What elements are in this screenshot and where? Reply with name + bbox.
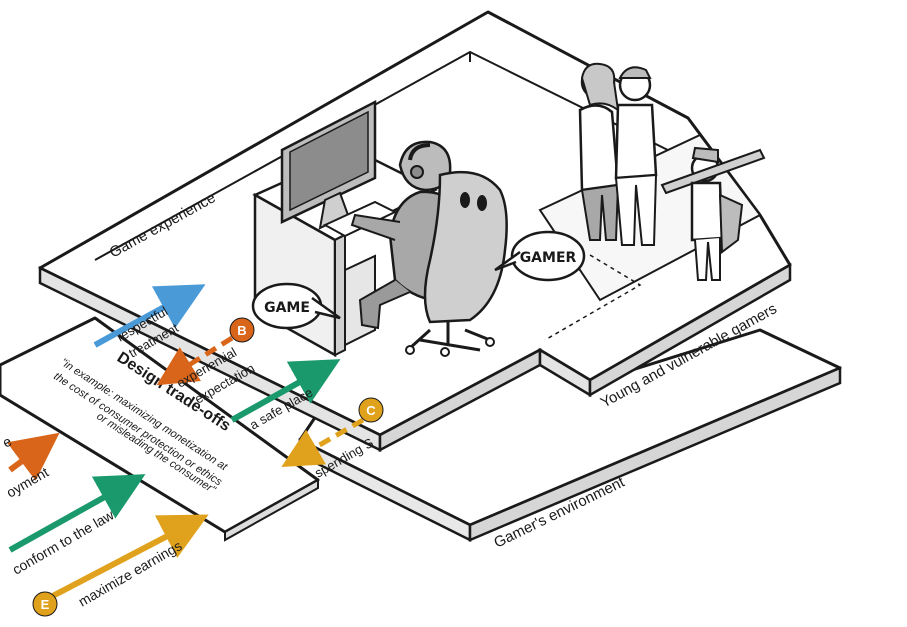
gaming-chair xyxy=(405,170,508,357)
svg-text:C: C xyxy=(366,403,376,418)
parent-woman-figure xyxy=(578,62,620,241)
parent-man-figure xyxy=(614,66,658,246)
badge-c: C xyxy=(358,397,384,423)
svg-text:B: B xyxy=(237,323,246,338)
game-bubble-label: GAME xyxy=(264,300,310,316)
gamer-bubble-label: GAMER xyxy=(520,250,577,266)
child-knight-figure xyxy=(660,146,766,281)
badge-e: E xyxy=(32,591,58,617)
tradeoff-label-e: e xyxy=(0,433,14,451)
tradeoff-arrows xyxy=(6,432,209,603)
badge-b: B xyxy=(229,317,255,343)
gamer-speech-bubble: GAMER xyxy=(494,230,586,282)
expectation-arrows xyxy=(93,284,365,467)
design-tradeoffs-panel xyxy=(0,316,320,542)
game-speech-bubble: GAME xyxy=(251,282,341,330)
svg-text:E: E xyxy=(41,597,50,612)
